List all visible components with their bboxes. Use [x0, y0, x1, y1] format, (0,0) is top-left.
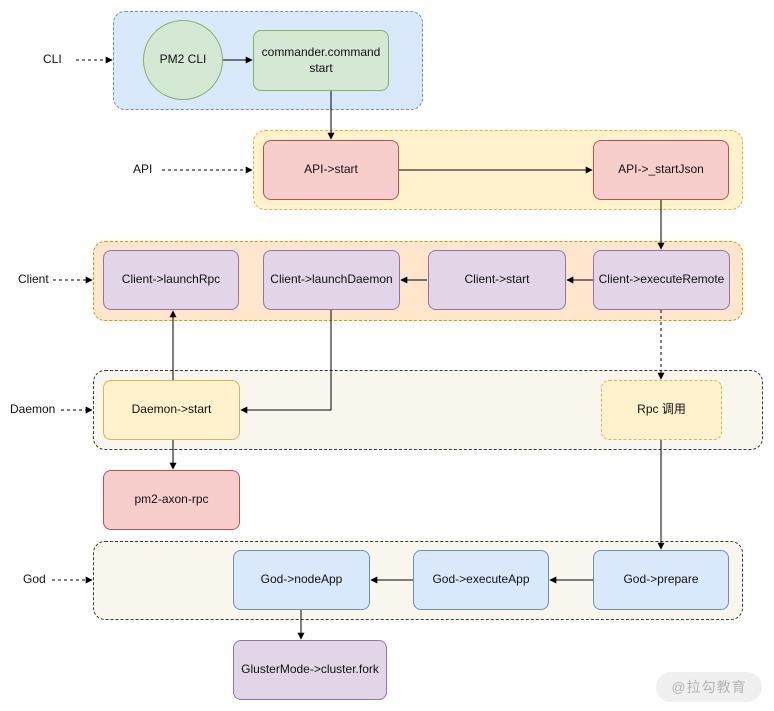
cli-label: CLI [43, 52, 62, 66]
client-label: Client [18, 272, 49, 286]
god-executeapp-node: God->executeApp [413, 550, 549, 610]
cluster-fork-node: GlusterMode->cluster.fork [233, 640, 387, 700]
pm2-axon-rpc-node: pm2-axon-rpc [103, 470, 240, 530]
launchdaemon-to-daemonstart-arrow [240, 310, 332, 414]
god-prepare-node: God->prepare [593, 550, 729, 610]
api-start-node: API->start [263, 140, 399, 200]
god-label: God [23, 572, 46, 586]
daemon-start-node: Daemon->start [103, 380, 240, 440]
watermark: @拉勾教育 [656, 672, 762, 702]
god-nodeapp-node: God->nodeApp [233, 550, 370, 610]
commander-command-text: commander.command [261, 44, 381, 59]
client-executeremote-node: Client->executeRemote [593, 250, 730, 310]
api-startjson-node: API->_startJson [593, 140, 729, 200]
api-label: API [133, 162, 153, 176]
client-launchrpc-node: Client->launchRpc [103, 250, 239, 310]
daemon-label: Daemon [10, 402, 56, 416]
commander-start-text: start [309, 60, 333, 75]
pm2-cli-node: PM2 CLI [143, 20, 223, 100]
rpc-call-node: Rpc 调用 [601, 380, 722, 440]
commander-start-node: commander.command start [253, 30, 389, 91]
client-launchdaemon-node: Client->launchDaemon [263, 250, 400, 310]
client-start-node: Client->start [428, 250, 566, 310]
